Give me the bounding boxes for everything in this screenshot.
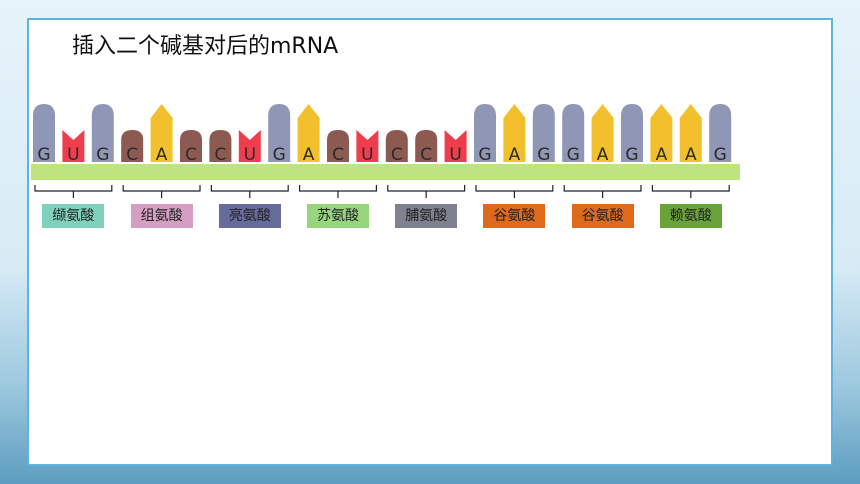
base-c-shape bbox=[209, 130, 232, 162]
codon-bracket bbox=[563, 185, 642, 198]
slide-title: 插入二个碱基对后的mRNA bbox=[72, 34, 339, 59]
base-letter: G bbox=[567, 145, 580, 165]
amino-acid-label: 谷氨酸 bbox=[571, 204, 634, 228]
base-letter: G bbox=[537, 145, 550, 165]
base-c-shape bbox=[121, 130, 144, 162]
base-g-shape bbox=[91, 104, 114, 162]
amino-acid-label: 赖氨酸 bbox=[659, 204, 722, 228]
base-u-shape bbox=[444, 130, 467, 162]
codon-bracket bbox=[122, 185, 201, 198]
base-g-shape bbox=[33, 104, 55, 162]
base-c-shape bbox=[327, 130, 349, 162]
base-a-shape bbox=[150, 104, 173, 162]
base-a-shape bbox=[650, 104, 673, 162]
base-u-shape bbox=[62, 130, 85, 162]
base-c-shape bbox=[180, 130, 202, 162]
base-a-shape bbox=[297, 104, 320, 162]
base-letter: U bbox=[244, 145, 256, 165]
base-u-shape bbox=[356, 130, 379, 162]
amino-acid-label: 脯氨酸 bbox=[395, 204, 458, 228]
base-u-shape bbox=[238, 130, 261, 162]
codon-bracket bbox=[387, 185, 466, 198]
base-g-shape bbox=[532, 104, 555, 162]
base-letter: G bbox=[625, 145, 638, 165]
base-a-shape bbox=[591, 104, 614, 162]
base-letter: C bbox=[214, 145, 226, 165]
codon-bracket bbox=[210, 185, 289, 198]
base-letter: G bbox=[714, 145, 727, 165]
base-letter: C bbox=[185, 145, 197, 165]
amino-acid-label: 组氨酸 bbox=[130, 204, 193, 228]
base-letter: G bbox=[96, 145, 109, 165]
base-a-shape bbox=[679, 104, 702, 162]
base-letter: C bbox=[332, 145, 344, 165]
base-letter: G bbox=[37, 145, 50, 165]
mrna-backbone bbox=[31, 164, 740, 180]
codon-bracket bbox=[651, 185, 730, 198]
codon-bracket bbox=[34, 185, 113, 198]
base-c-shape bbox=[385, 130, 408, 162]
amino-acid-label: 谷氨酸 bbox=[483, 204, 546, 228]
base-letter: U bbox=[361, 145, 373, 165]
codon-bracket bbox=[475, 185, 554, 198]
base-g-shape bbox=[474, 104, 496, 162]
base-g-shape bbox=[562, 104, 585, 162]
amino-acid-label: 缬氨酸 bbox=[42, 204, 105, 228]
base-letter: C bbox=[391, 145, 403, 165]
amino-acid-label: 亮氨酸 bbox=[218, 204, 281, 228]
base-letter: C bbox=[420, 145, 432, 165]
base-g-shape bbox=[268, 104, 291, 162]
base-g-shape bbox=[709, 104, 732, 162]
base-g-shape bbox=[621, 104, 643, 162]
base-letter: A bbox=[303, 145, 315, 165]
base-letter: A bbox=[685, 145, 697, 165]
base-letter: U bbox=[67, 145, 79, 165]
codon-bracket bbox=[299, 185, 377, 198]
base-letter: G bbox=[273, 145, 286, 165]
base-letter: C bbox=[126, 145, 138, 165]
amino-acid-label: 苏氨酸 bbox=[307, 204, 369, 228]
base-letter: A bbox=[156, 145, 168, 165]
base-c-shape bbox=[415, 130, 438, 162]
base-letter: A bbox=[597, 145, 609, 165]
base-letter: U bbox=[449, 145, 461, 165]
base-letter: G bbox=[478, 145, 491, 165]
base-letter: A bbox=[509, 145, 521, 165]
base-letter: A bbox=[656, 145, 668, 165]
base-a-shape bbox=[503, 104, 526, 162]
slide-frame bbox=[27, 18, 833, 466]
